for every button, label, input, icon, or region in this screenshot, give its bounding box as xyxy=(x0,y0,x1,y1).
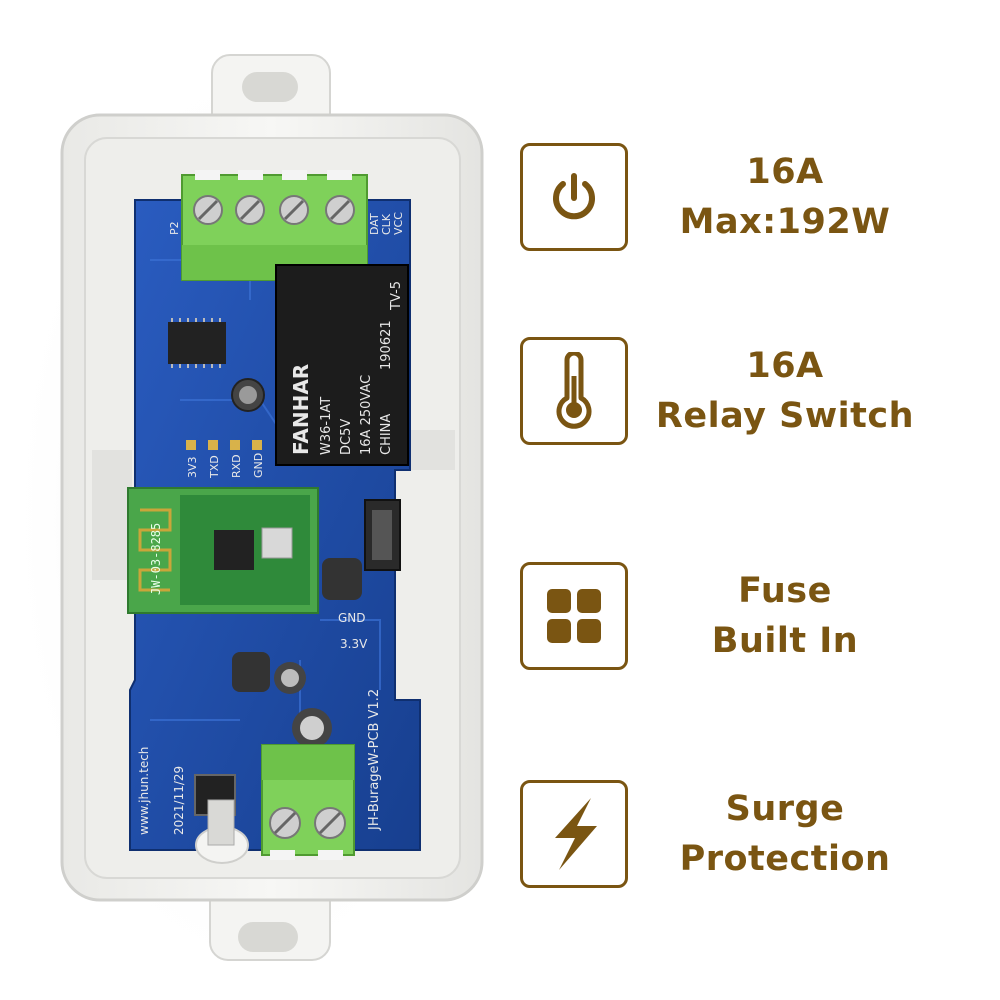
terminal-block-top xyxy=(181,170,368,281)
site-silk-label: www.jhun.tech xyxy=(137,747,151,835)
feature-relay: 16A Relay Switch xyxy=(520,337,960,451)
feature-surge-line2: Protection xyxy=(679,839,891,879)
date-silk-label: 2021/11/29 xyxy=(172,766,186,835)
relay-cert-text: TV-5 xyxy=(389,281,404,311)
relay-module-photo: FANHAR W36-1AT DC5V 16A 250VAC CHINA 190… xyxy=(5,50,500,990)
feature-relay-line2: Relay Switch xyxy=(655,396,915,436)
relay-model-text: W36-1AT xyxy=(319,397,334,455)
wifi-module-label: JW-03-8285 xyxy=(149,523,163,595)
feature-fuse: Fuse Built In xyxy=(520,562,960,676)
terminal-label-vcc: VCC xyxy=(392,212,405,235)
board-version-label: JH-BurageW-PCB V1.2 xyxy=(367,689,382,831)
feature-surge-text: Surge Protection xyxy=(640,780,930,888)
pin-label-txd: TXD xyxy=(208,455,221,479)
pin-label-gnd: GND xyxy=(252,453,265,478)
feature-fuse-text: Fuse Built In xyxy=(640,562,930,670)
v33-silk-label: 3.3V xyxy=(340,637,368,651)
terminal-block-bottom xyxy=(261,744,355,860)
feature-surge: Surge Protection xyxy=(520,780,960,894)
ic-chip xyxy=(168,322,226,364)
feature-power-line1: 16A xyxy=(746,152,824,192)
feature-power-text: 16A Max:192W xyxy=(640,143,930,251)
lightning-icon xyxy=(555,798,597,870)
thermometer-icon-box xyxy=(520,337,628,445)
gnd-silk-label: GND xyxy=(338,611,366,625)
thermometer-icon xyxy=(556,352,592,429)
relay-origin-text: CHINA xyxy=(379,414,394,455)
terminal-label-p2: P2 xyxy=(168,221,181,235)
relay-voltage-text: DC5V xyxy=(339,419,354,455)
relay-rating-text: 16A 250VAC xyxy=(359,375,374,455)
terminal-label-dat: DAT xyxy=(368,213,381,235)
pin-label-3v3: 3V3 xyxy=(186,456,199,478)
feature-fuse-line1: Fuse xyxy=(738,571,832,611)
feature-power-line2: Max:192W xyxy=(679,202,891,242)
wifi-module: JW-03-8285 xyxy=(127,487,319,614)
relay-code-text: 190621 xyxy=(379,320,394,370)
power-icon xyxy=(553,173,595,220)
feature-fuse-line2: Built In xyxy=(711,621,859,661)
feature-relay-line1: 16A xyxy=(746,346,824,386)
relay-brand-text: FANHAR xyxy=(289,364,313,455)
power-icon-box xyxy=(520,143,628,251)
terminal-label-clk: CLK xyxy=(380,213,393,235)
feature-relay-text: 16A Relay Switch xyxy=(640,337,930,445)
feature-surge-line1: Surge xyxy=(725,789,845,829)
grid-icon xyxy=(547,589,601,643)
feature-power: 16A Max:192W xyxy=(520,143,960,257)
pin-label-rxd: RXD xyxy=(230,454,243,478)
grid-icon-box xyxy=(520,562,628,670)
inductor xyxy=(322,558,362,600)
lightning-icon-box xyxy=(520,780,628,888)
relay-component: FANHAR W36-1AT DC5V 16A 250VAC CHINA 190… xyxy=(275,264,409,466)
